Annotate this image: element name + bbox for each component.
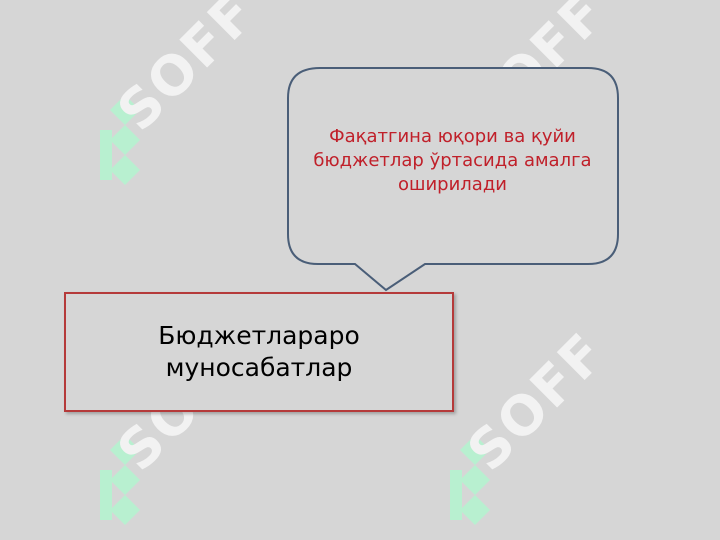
callout-bubble-shape: [287, 67, 619, 292]
main-box-text: Бюджетлараро муносабатлар: [158, 321, 360, 382]
main-box: Бюджетлараро муносабатлар: [64, 292, 454, 412]
callout-text: Фақатгина юқори ва қуйи бюджетлар ўртаси…: [313, 126, 592, 195]
